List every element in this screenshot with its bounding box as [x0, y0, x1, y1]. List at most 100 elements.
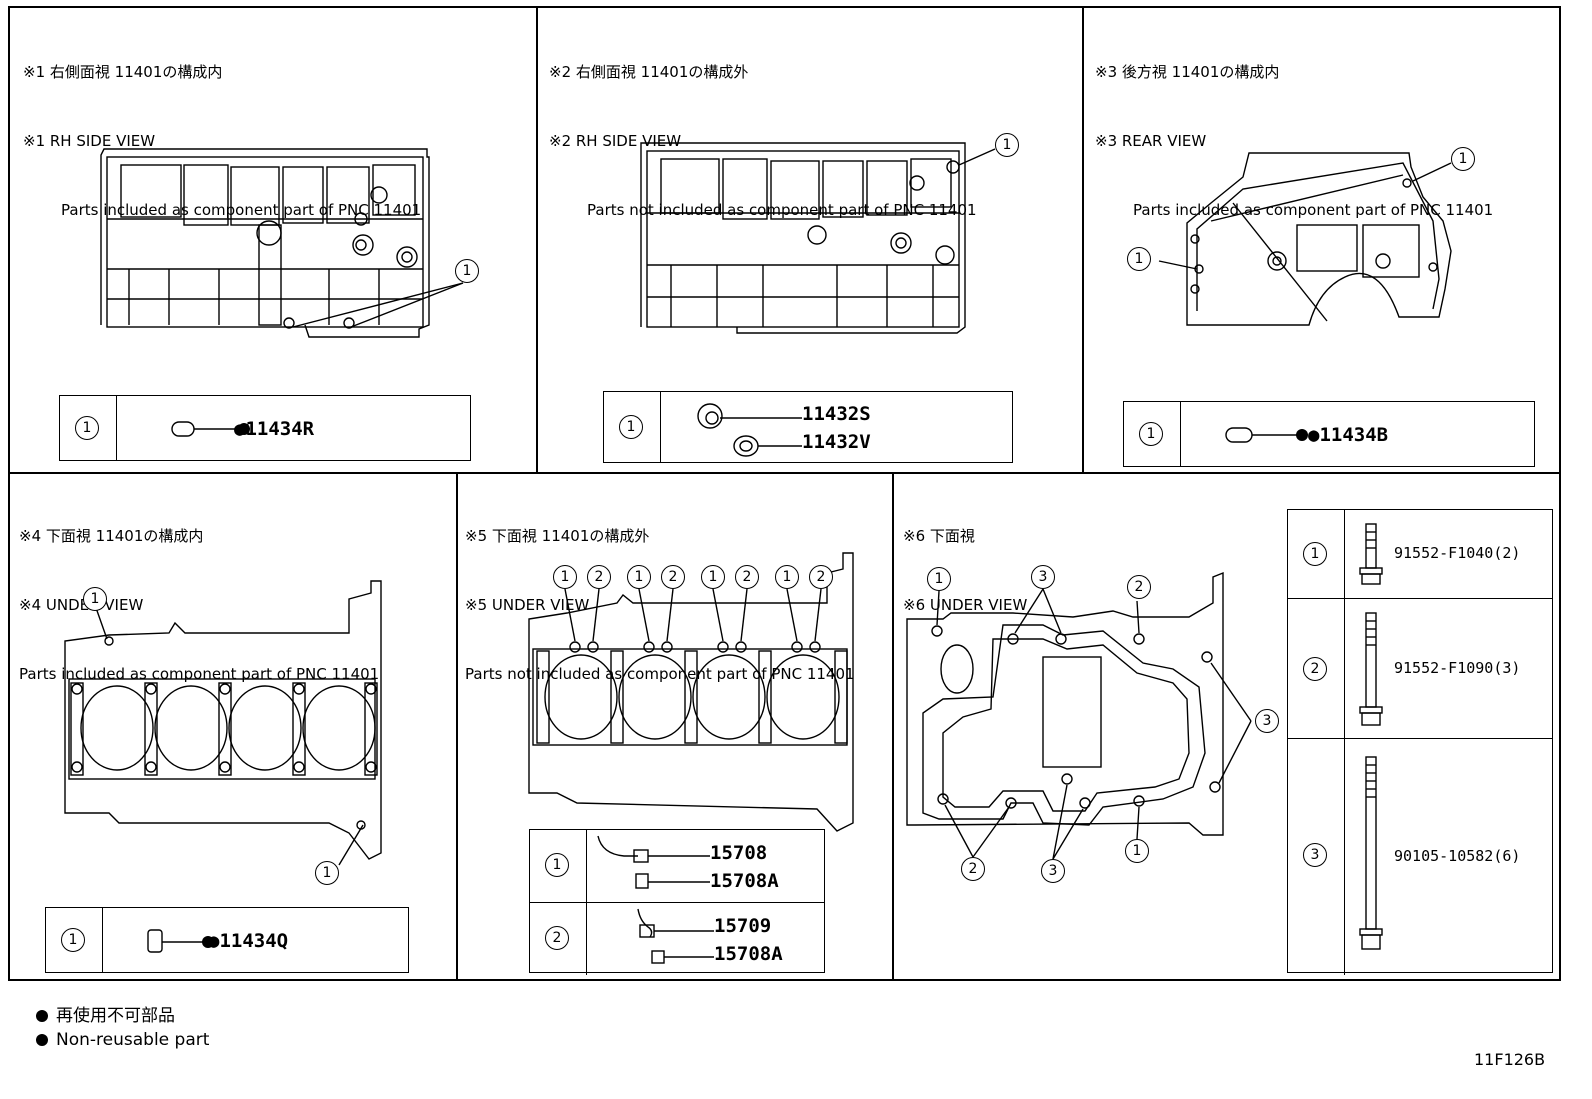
- row-number-cell: 3: [1288, 739, 1345, 975]
- title-jp: ※3 後方視 11401の構成内: [1095, 63, 1280, 81]
- panel-rh-side-view-1: ※1 右側面視 11401の構成内 ※1 RH SIDE VIEW Parts …: [8, 6, 538, 474]
- row-number-cell: 1: [530, 830, 587, 902]
- table-row: 3 90105-10582(6): [1288, 738, 1552, 975]
- filled-dot-icon: [36, 1034, 48, 1046]
- callout-3-top: 3: [1031, 565, 1055, 589]
- panel-under-view-6: ※6 下面視 ※6 UNDER VIEW 1 3 2 3 2 3 1 1: [892, 472, 1561, 981]
- description: Parts included as component part of PNC …: [1133, 201, 1494, 219]
- parts-table: 1 15708 15708A 2 15709 15708A: [529, 829, 825, 975]
- title-en: ※2 RH SIDE VIEW: [549, 132, 682, 150]
- pin-icon: [171, 421, 250, 437]
- pin-icon: [1225, 427, 1308, 443]
- row-number: 3: [1303, 843, 1327, 867]
- panel-header: ※2 右側面視 11401の構成外 ※2 RH SIDE VIEW Parts …: [549, 15, 977, 268]
- part-number-11432s: 11432S: [802, 403, 871, 425]
- plug-and-seal-icon: [697, 403, 802, 457]
- part-number: ●11434R: [234, 418, 315, 440]
- callout-1-c: 1: [701, 565, 725, 589]
- title-jp: ※5 下面視 11401の構成外: [465, 527, 650, 545]
- row-number-cell: 1: [1124, 402, 1181, 466]
- row-number: 1: [619, 415, 643, 439]
- title-en: ※1 RH SIDE VIEW: [23, 132, 156, 150]
- panel-under-view-4: ※4 下面視 11401の構成内 ※4 UNDER VIEW Parts inc…: [8, 472, 458, 981]
- row-number: 1: [1139, 422, 1163, 446]
- panel-under-view-5: ※5 下面視 11401の構成外 ※5 UNDER VIEW Parts not…: [456, 472, 894, 981]
- callout-2-c: 2: [735, 565, 759, 589]
- callout-2-b: 2: [661, 565, 685, 589]
- title-en: ※5 UNDER VIEW: [465, 596, 590, 614]
- row-number: 1: [545, 853, 569, 877]
- callout-2-a: 2: [587, 565, 611, 589]
- row-number-cell: 1: [60, 396, 117, 460]
- panel-header: ※3 後方視 11401の構成内 ※3 REAR VIEW Parts incl…: [1095, 15, 1493, 268]
- bolt-icon: [1359, 612, 1383, 726]
- callout-1: 1: [455, 259, 479, 283]
- bolt-icon: [1359, 523, 1383, 585]
- panel-rear-view: ※3 後方視 11401の構成内 ※3 REAR VIEW Parts incl…: [1082, 6, 1561, 474]
- part-number-15709: 15709: [714, 915, 772, 937]
- part-number-11432v: 11432V: [802, 431, 871, 453]
- part-number: ●11434B: [1308, 424, 1389, 446]
- part-number-15708: 15708: [710, 842, 768, 864]
- legend-item-jp: 再使用不可部品: [36, 1004, 209, 1028]
- callout-2-d: 2: [809, 565, 833, 589]
- parts-table: 1 ●11434Q: [45, 907, 409, 973]
- callout-1-top: 1: [83, 587, 107, 611]
- row-number: 2: [545, 926, 569, 950]
- engine-block-rh-side-drawing: [100, 148, 464, 338]
- oil-pan-under-view-drawing: [906, 571, 1252, 860]
- title-jp: ※2 右側面視 11401の構成外: [549, 63, 749, 81]
- panel-header: ※5 下面視 11401の構成外 ※5 UNDER VIEW Parts not…: [465, 479, 855, 732]
- row-number: 2: [1303, 657, 1327, 681]
- row-number: 1: [75, 416, 99, 440]
- callout-2-top: 2: [1127, 575, 1151, 599]
- engine-block-rh-side-drawing: [640, 142, 996, 334]
- parts-table: 1 ●11434R: [59, 395, 471, 461]
- part-number-15708a: 15708A: [714, 943, 783, 965]
- legend-item-en: Non-reusable part: [36, 1028, 209, 1052]
- parts-table: 1 ●11434B: [1123, 401, 1535, 467]
- part-number-90105-10582: 90105-10582(6): [1394, 847, 1521, 865]
- callout-3-right: 3: [1255, 709, 1279, 733]
- part-number-91552-f1040: 91552-F1040(2): [1394, 544, 1521, 562]
- pin-icon: [147, 929, 214, 953]
- title-en: ※3 REAR VIEW: [1095, 132, 1207, 150]
- callout-1-left: 1: [1127, 247, 1151, 271]
- callout-1-a: 1: [553, 565, 577, 589]
- table-row: 1 91552-F1040(2): [1288, 510, 1552, 598]
- row-number-cell: 1: [46, 908, 103, 972]
- filled-dot-icon: [36, 1010, 48, 1022]
- legend-text-en: Non-reusable part: [56, 1030, 210, 1050]
- part-number: ●11434Q: [208, 930, 289, 952]
- engine-block-under-view-drawing: [64, 580, 382, 866]
- title-jp: ※4 下面視 11401の構成内: [19, 527, 204, 545]
- part-number-15708a: 15708A: [710, 870, 779, 892]
- sensor-bracket-icon: [637, 908, 714, 964]
- parts-table: 1 11432S 11432V: [603, 391, 1013, 463]
- diagram-code: 11F126B: [1474, 1050, 1546, 1069]
- bolt-parts-table: 1 91552-F1040(2) 2 91552-F1090(3): [1287, 509, 1553, 975]
- row-number: 1: [1303, 542, 1327, 566]
- callout-1-bottom: 1: [1125, 839, 1149, 863]
- table-row: 2 15709 15708A: [530, 902, 824, 975]
- callout-1-top: 1: [1451, 147, 1475, 171]
- panel-rh-side-view-2: ※2 右側面視 11401の構成外 ※2 RH SIDE VIEW Parts …: [536, 6, 1084, 474]
- callout-1: 1: [995, 133, 1019, 157]
- row-number-cell: 2: [1288, 599, 1345, 739]
- callout-2-bottom: 2: [961, 857, 985, 881]
- callout-1-top: 1: [927, 567, 951, 591]
- part-number-91552-f1090: 91552-F1090(3): [1394, 659, 1521, 677]
- legend-text-jp: 再使用不可部品: [56, 1006, 175, 1026]
- panel-header: ※6 下面視 ※6 UNDER VIEW: [903, 479, 1027, 663]
- row-number-cell: 1: [1288, 510, 1345, 598]
- panel-header: ※1 右側面視 11401の構成内 ※1 RH SIDE VIEW Parts …: [23, 15, 421, 268]
- title-jp: ※1 右側面視 11401の構成内: [23, 63, 223, 81]
- callout-1-d: 1: [775, 565, 799, 589]
- description: Parts not included as component part of …: [465, 665, 855, 683]
- row-number-cell: 1: [604, 392, 661, 462]
- table-row: 2 91552-F1090(3): [1288, 598, 1552, 739]
- callout-3-bottom: 3: [1041, 859, 1065, 883]
- legend: 再使用不可部品 Non-reusable part: [36, 1004, 209, 1052]
- sensor-bracket-icon: [597, 835, 710, 889]
- title-jp: ※6 下面視: [903, 527, 975, 545]
